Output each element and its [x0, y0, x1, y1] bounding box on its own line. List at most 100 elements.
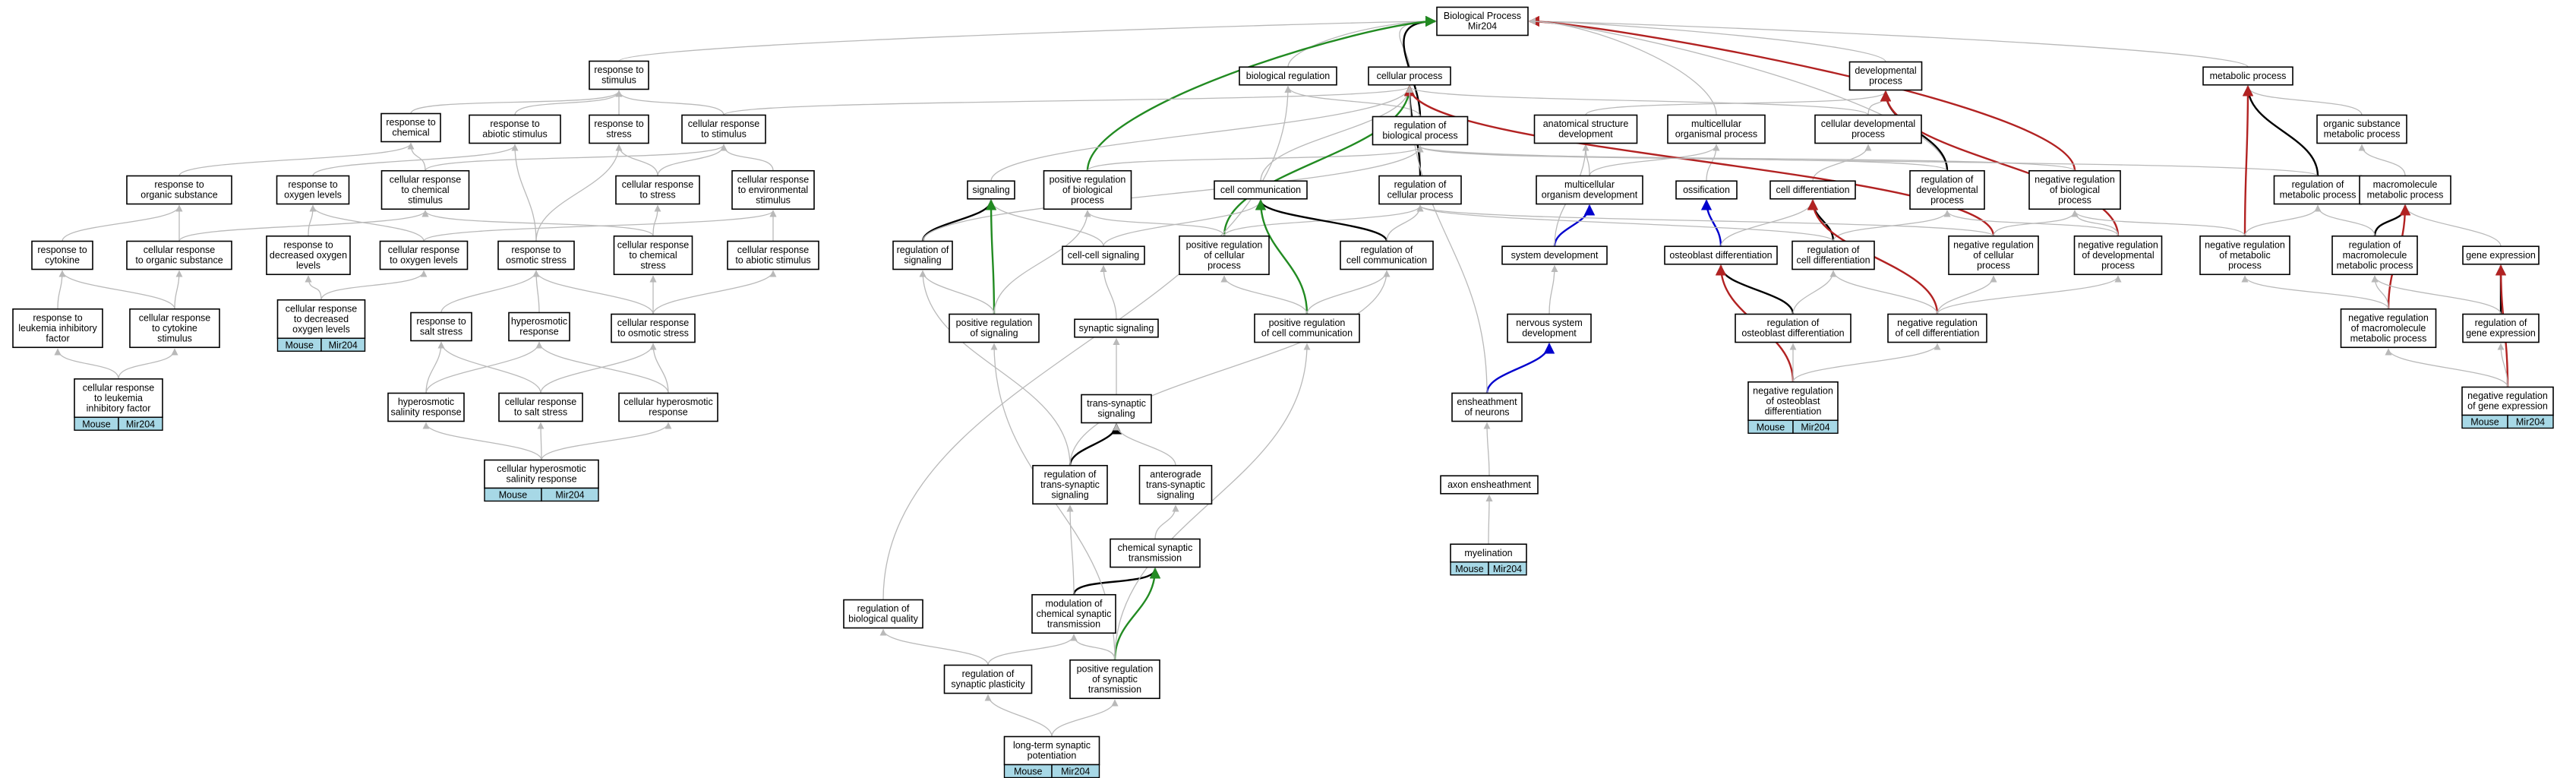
go-term-node: synaptic signaling: [1074, 318, 1159, 338]
go-term-label: to cytokine: [152, 323, 197, 334]
edge-is-a: [879, 628, 989, 666]
go-term-label: system development: [1511, 250, 1599, 261]
edge-is-a: [1287, 17, 1436, 68]
go-term-box: [1062, 245, 1145, 265]
go-term-box: [387, 392, 465, 422]
edge-is-a: [174, 270, 183, 309]
edge-is-a: [425, 341, 543, 394]
gene-cell: [2507, 414, 2554, 429]
edge-is-a: [410, 90, 623, 114]
go-term-box: [276, 299, 366, 340]
go-term-box: [1003, 735, 1100, 766]
go-term-label: metabolic process: [2324, 129, 2401, 140]
go-term-label: Biological Process: [1444, 11, 1521, 21]
go-term-label: synaptic plasticity: [951, 679, 1025, 690]
go-term-label: multicellular: [1691, 119, 1741, 129]
edge-regulates: [1485, 343, 1555, 394]
edge-is-a: [309, 204, 425, 242]
edge-is-a: [62, 204, 183, 242]
go-term-box: [1138, 464, 1213, 505]
edge-is-a: [2244, 204, 2322, 236]
go-term-box: [469, 114, 561, 144]
gene-label: Mir204: [2516, 417, 2545, 428]
edge-is-a: [990, 85, 1413, 182]
go-term-box: [266, 235, 351, 276]
go-term-box: [1436, 6, 1529, 36]
edge-is-a: [540, 343, 657, 394]
edge-is-a: [1306, 270, 1391, 315]
go-term-box: [731, 169, 815, 210]
edge-positively-regulates: [1113, 568, 1161, 660]
go-term-box: [1214, 180, 1308, 200]
edge-is-a: [1485, 494, 1493, 545]
edge-is-a: [2497, 343, 2508, 387]
go-term-label: biological quality: [848, 614, 918, 625]
go-term-box: [508, 312, 570, 342]
edge-is-a: [1548, 264, 1558, 315]
go-term-label: to decreased: [294, 314, 349, 324]
go-term-label: metabolic process: [2367, 190, 2444, 201]
edge-is-a: [535, 144, 623, 242]
go-term-box: [1848, 61, 1923, 91]
go-term-label: osteoblast differentiation: [1669, 250, 1772, 261]
edge-part-of: [2373, 204, 2411, 236]
go-term-label: stimulus: [601, 75, 636, 86]
go-term-label: osteoblast differentiation: [1741, 328, 1844, 339]
go-term-box: [727, 240, 819, 270]
go-term-label: macromolecule: [2343, 250, 2407, 261]
go-term-node: metabolic process: [2202, 66, 2293, 86]
go-term-label: negative regulation: [2205, 239, 2285, 250]
species-label: Mouse: [2470, 417, 2499, 428]
go-term-box: [943, 664, 1033, 694]
edge-is-a: [1113, 423, 1176, 466]
edge-is-a: [425, 341, 445, 394]
go-term-box: [74, 378, 163, 419]
edge-is-a: [720, 144, 774, 171]
go-term-label: of macromolecule: [2351, 323, 2426, 334]
go-term-label: chemical: [392, 128, 429, 138]
go-term-box: [126, 175, 232, 205]
go-term-node: cell communication: [1214, 180, 1308, 200]
edge-is-a: [2371, 275, 2502, 315]
go-term-label: response: [649, 407, 687, 418]
go-term-node: ossification: [1675, 180, 1738, 200]
go-term-box: [967, 180, 1015, 200]
gene-label: Mir204: [1801, 422, 1829, 432]
go-term-box: [1069, 659, 1160, 700]
go-term-label: positive regulation: [956, 318, 1033, 328]
edge-is-a: [1416, 145, 2076, 172]
go-term-label: of biological: [2050, 185, 2100, 195]
go-term-box: [1533, 114, 1638, 144]
go-term-label: regulation of: [897, 245, 949, 255]
go-term-box: [380, 169, 470, 210]
go-term-label: process: [1071, 194, 1104, 205]
go-term-label: regulation of: [1044, 469, 1097, 479]
go-term-label: response to: [511, 245, 560, 255]
go-term-label: of synaptic: [1092, 674, 1138, 685]
edge-is-a: [1792, 270, 1837, 315]
go-term-box: [276, 175, 350, 205]
gene-label: Mir204: [555, 490, 584, 501]
edge-is-a: [2358, 144, 2406, 176]
go-term-label: metabolic process: [2337, 260, 2413, 270]
go-term-label: chemical synaptic: [1118, 542, 1193, 553]
edge-negatively-regulates: [1528, 15, 2076, 171]
